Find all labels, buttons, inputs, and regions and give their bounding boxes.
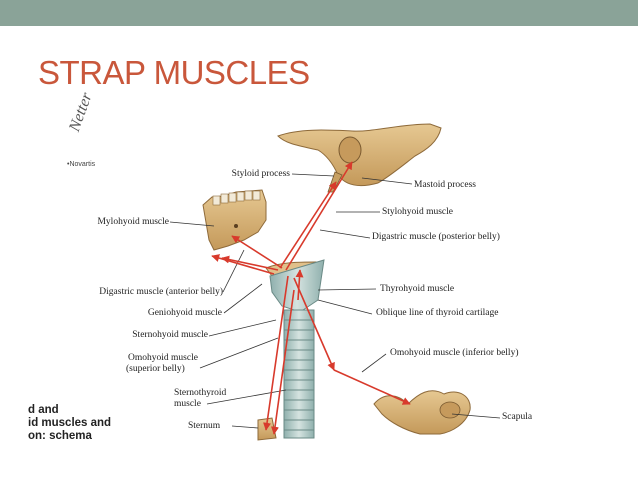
leader-sternum bbox=[231, 425, 259, 429]
label-omohyoid-inferior: Omohyoid muscle (inferior belly) bbox=[390, 348, 519, 358]
leader-digastric-post bbox=[319, 229, 371, 239]
arrow-thyrohyoid-up bbox=[295, 269, 304, 301]
leader-oblique bbox=[317, 299, 373, 315]
label-geniohyoid-muscle: Geniohyoid muscle bbox=[147, 308, 222, 318]
leader-omohyoid-sup bbox=[199, 337, 279, 369]
label-stylohyoid-muscle: Stylohyoid muscle bbox=[382, 207, 453, 217]
label-sternohyoid-muscle: Sternohyoid muscle bbox=[132, 330, 208, 340]
leader-styloid bbox=[291, 173, 335, 177]
label-scapula: Scapula bbox=[502, 412, 533, 422]
leader-geniohyoid bbox=[223, 283, 263, 314]
teeth bbox=[212, 190, 261, 206]
caption-line-2: id muscles and bbox=[28, 417, 112, 429]
label-digastric-anterior: Digastric muscle (anterior belly) bbox=[99, 287, 223, 297]
top-bar bbox=[0, 0, 638, 26]
mental-foramen bbox=[234, 224, 238, 228]
mastoid-process-bone bbox=[338, 136, 362, 164]
slide-title: STRAP MUSCLES bbox=[38, 54, 310, 91]
leader-digastric-ant bbox=[222, 249, 245, 293]
label-sternothyroid-2: muscle bbox=[174, 399, 201, 409]
arrow-geniohyoid bbox=[211, 254, 275, 275]
figure-caption: d and id muscles and on: schema bbox=[28, 404, 111, 443]
arrow-digastric-post bbox=[285, 161, 353, 271]
label-styloid-process: Styloid process bbox=[231, 169, 290, 179]
label-oblique-line: Oblique line of thyroid cartilage bbox=[376, 308, 499, 318]
arrow-sternothyroid bbox=[271, 289, 295, 435]
leader-thyrohyoid bbox=[317, 288, 377, 291]
arrow-omohyoid-2 bbox=[333, 369, 411, 405]
arrow-sternohyoid bbox=[263, 275, 289, 431]
leader-sternohyoid bbox=[208, 319, 277, 337]
caption-line-1: d and bbox=[28, 404, 59, 416]
caption-line-3: on: schema bbox=[28, 430, 92, 442]
label-thyrohyoid-muscle: Thyrohyoid muscle bbox=[380, 284, 455, 294]
label-sternum: Sternum bbox=[188, 421, 221, 431]
arrow-mylohyoid-2 bbox=[231, 235, 283, 269]
label-digastric-posterior: Digastric muscle (posterior belly) bbox=[372, 232, 500, 242]
arrow-omohyoid-1 bbox=[293, 277, 335, 371]
label-mastoid-process: Mastoid process bbox=[414, 180, 477, 190]
arrow-mylohyoid-1 bbox=[221, 255, 279, 271]
label-omohyoid-superior-2: (superior belly) bbox=[126, 364, 185, 374]
label-omohyoid-superior-1: Omohyoid muscle bbox=[128, 353, 198, 363]
label-mylohyoid-muscle: Mylohyoid muscle bbox=[97, 217, 169, 227]
publisher-mark: •Novartis bbox=[67, 161, 96, 168]
label-sternothyroid-1: Sternothyroid bbox=[174, 388, 227, 398]
arrow-stylohyoid bbox=[279, 181, 337, 269]
leader-mastoid bbox=[361, 177, 413, 185]
leader-omohyoid-inf bbox=[361, 353, 387, 373]
leader-mylohyoid bbox=[169, 221, 215, 227]
leader-sternothyroid bbox=[206, 389, 287, 405]
leader-scapula bbox=[451, 413, 501, 419]
scapula-coracoid bbox=[439, 401, 461, 419]
